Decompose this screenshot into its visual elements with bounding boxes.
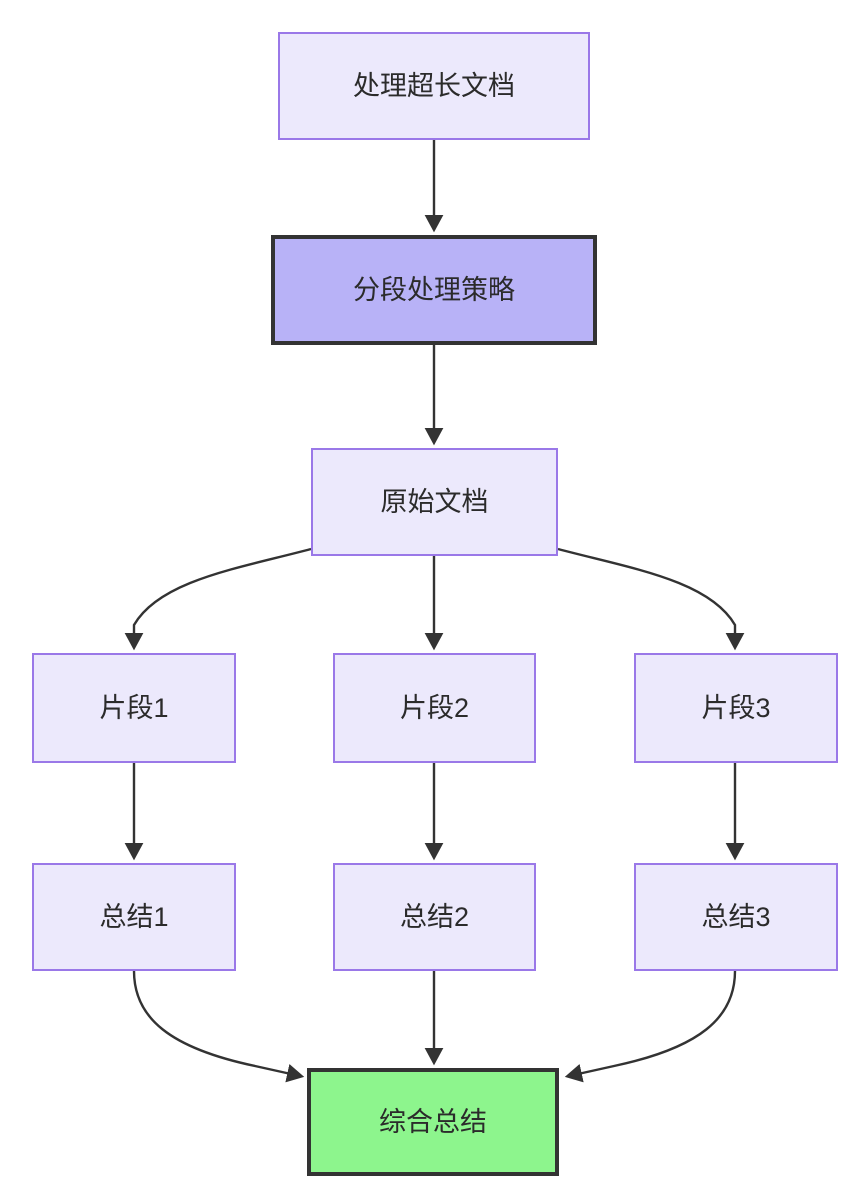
- node-summary-2[interactable]: 总结2: [333, 863, 536, 971]
- node-label-fragment-3: 片段3: [701, 692, 771, 723]
- node-fragment-1[interactable]: 片段1: [32, 653, 236, 763]
- node-summary-1[interactable]: 总结1: [32, 863, 236, 971]
- node-label-original-document: 原始文档: [380, 486, 489, 517]
- node-label-chunking-strategy: 分段处理策略: [353, 274, 515, 305]
- edge-summary-3-to-final-summary: [564, 970, 737, 1083]
- node-label-summary-3: 总结3: [701, 901, 771, 932]
- node-fragment-3[interactable]: 片段3: [634, 653, 838, 763]
- edge-original-document-to-fragment-1: [124, 547, 312, 651]
- node-label-summary-1: 总结1: [99, 901, 169, 932]
- node-label-fragment-2: 片段2: [399, 692, 470, 723]
- node-summary-3[interactable]: 总结3: [634, 863, 838, 971]
- node-fragment-2[interactable]: 片段2: [333, 653, 536, 763]
- node-label-final-summary: 综合总结: [379, 1106, 487, 1137]
- edge-original-document-to-fragment-3: [557, 547, 745, 651]
- node-original-document[interactable]: 原始文档: [311, 448, 558, 556]
- node-label-summary-2: 总结2: [399, 901, 470, 932]
- node-label-long-document: 处理超长文档: [353, 70, 515, 101]
- node-long-document[interactable]: 处理超长文档: [278, 32, 590, 140]
- edge-summary-1-to-final-summary: [132, 970, 305, 1083]
- node-chunking-strategy[interactable]: 分段处理策略: [271, 235, 597, 345]
- node-label-fragment-1: 片段1: [99, 692, 169, 723]
- node-final-summary[interactable]: 综合总结: [307, 1068, 559, 1176]
